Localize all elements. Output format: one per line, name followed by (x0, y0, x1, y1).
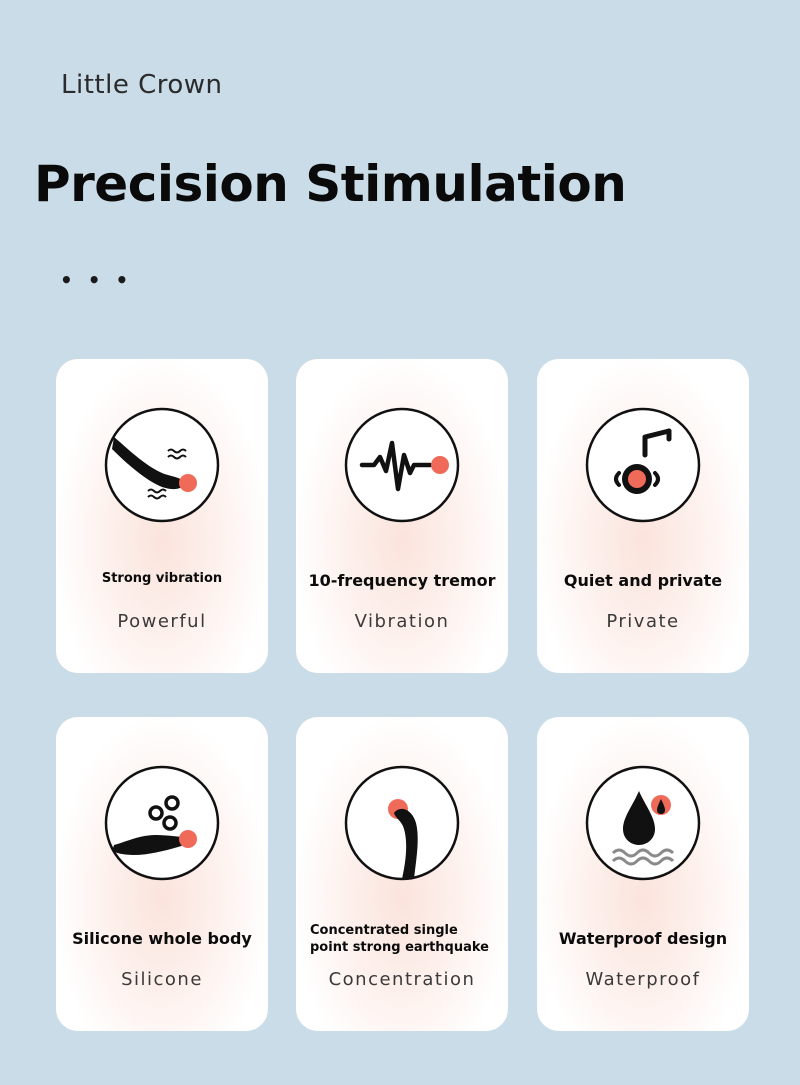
feature-subtitle: Powerful (117, 611, 207, 632)
feature-title: Silicone whole body (72, 929, 252, 948)
ellipsis-decoration: • • • (60, 268, 133, 292)
feature-title: Strong vibration (101, 571, 223, 586)
brand-name: Little Crown (61, 70, 223, 100)
feature-title: Quiet and private (563, 571, 723, 590)
page-title: Precision Stimulation (34, 155, 627, 213)
hand-bubbles-icon (104, 765, 220, 881)
feature-title: Waterproof design (558, 929, 728, 948)
water-drop-icon (585, 765, 701, 881)
feature-card-quiet: Quiet and private Private (537, 359, 749, 673)
feature-title: Concentrated single point strong earthqu… (310, 923, 489, 955)
feature-card-strong-vibration: Strong vibration Powerful (56, 359, 268, 673)
waveform-icon (344, 407, 460, 523)
feature-card-concentration: Concentrated single point strong earthqu… (296, 717, 508, 1031)
feature-subtitle: Waterproof (585, 969, 701, 990)
feature-subtitle: Vibration (354, 611, 450, 632)
feature-card-silicone: Silicone whole body Silicone (56, 717, 268, 1031)
feature-card-waterproof: Waterproof design Waterproof (537, 717, 749, 1031)
single-point-icon (344, 765, 460, 881)
feature-subtitle: Silicone (121, 969, 203, 990)
finger-vibration-icon (104, 407, 220, 523)
feature-subtitle: Concentration (328, 969, 476, 990)
feature-title: 10-frequency tremor (308, 571, 496, 590)
feature-card-frequency: 10-frequency tremor Vibration (296, 359, 508, 673)
mute-note-icon (585, 407, 701, 523)
feature-subtitle: Private (606, 611, 680, 632)
